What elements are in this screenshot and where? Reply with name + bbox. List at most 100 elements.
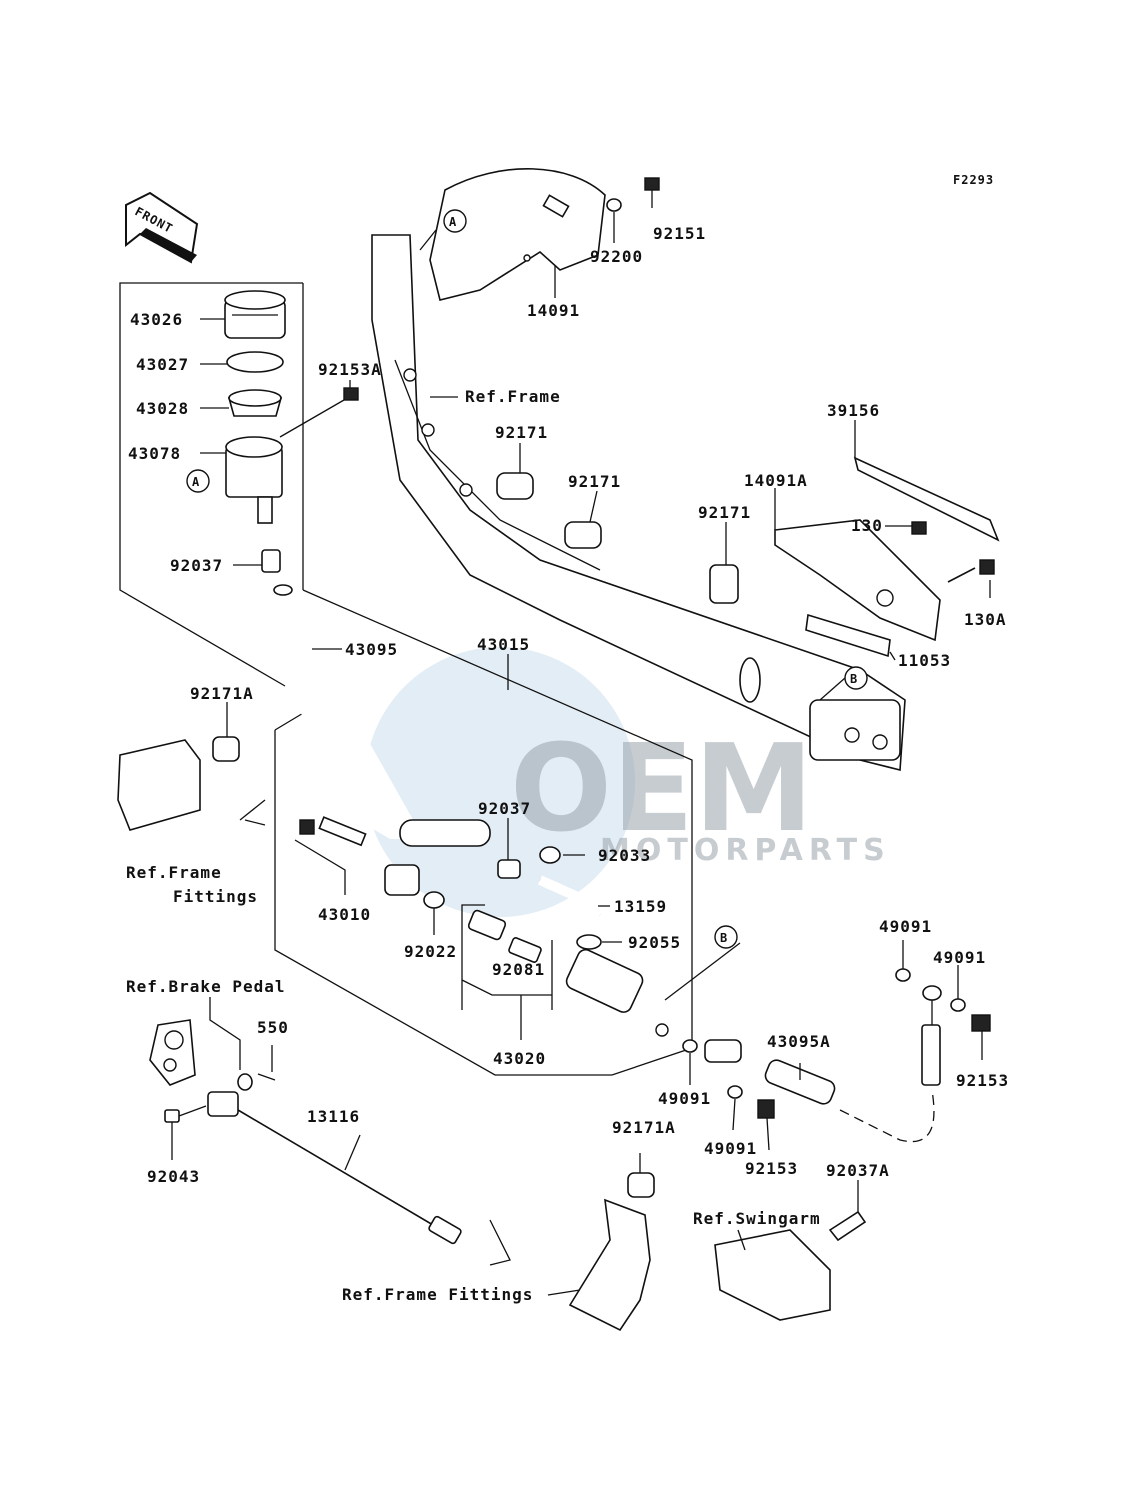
group-outline: [119, 282, 693, 1076]
label-92151: 92151: [653, 224, 706, 243]
bracket-14091A: [774, 519, 941, 642]
clamp-92171-3: [709, 564, 739, 604]
diaphragm-43028: [227, 389, 283, 417]
label-43095: 43095: [345, 640, 398, 659]
front-arrow-icon: FRONT: [125, 191, 199, 264]
clamp-92171-2: [564, 521, 602, 549]
ref-swingarm: Ref.Swingarm: [693, 1209, 821, 1228]
label-130: 130: [851, 516, 883, 535]
label-14091A: 14091A: [744, 471, 808, 490]
svg-text:A: A: [192, 475, 200, 489]
bolt-92153-a: [971, 1014, 991, 1032]
push-rod-13116: [207, 1091, 462, 1245]
bolt-92153A: [279, 387, 359, 438]
marker-b-top: B: [844, 666, 868, 690]
leader-lines: [171, 190, 991, 1296]
watermark: OEM MOTORPARTS: [365, 647, 891, 917]
hose-clamp-92037b: [497, 859, 521, 879]
label-92200: 92200: [590, 247, 643, 266]
label-92022: 92022: [404, 942, 457, 961]
brake-hose-43095A: [764, 1059, 836, 1105]
brake-pedal-ref: [149, 1019, 196, 1086]
label-92037A: 92037A: [826, 1161, 890, 1180]
label-92171-1: 92171: [495, 423, 548, 442]
label-92033: 92033: [598, 846, 651, 865]
ref-frame: Ref.Frame: [465, 387, 561, 406]
bolt-92151: [644, 177, 660, 191]
svg-text:A: A: [449, 215, 457, 229]
clamp-92037A: [828, 1210, 867, 1242]
label-130A: 130A: [964, 610, 1007, 629]
bolt-92153-b: [757, 1099, 775, 1119]
label-92055: 92055: [628, 933, 681, 952]
bolt-130: [911, 521, 927, 535]
label-92171A-bottom: 92171A: [612, 1118, 676, 1137]
label-92153-b: 92153: [745, 1159, 798, 1178]
bolt-130A: [947, 559, 995, 583]
plate-39156: [853, 456, 1000, 542]
watermark-sub: MOTORPARTS: [600, 833, 891, 868]
swingarm-ref: [714, 1229, 831, 1321]
washer-49091-c: [895, 968, 911, 982]
label-49091-a: 49091: [658, 1089, 711, 1108]
washer-92200: [606, 198, 622, 212]
marker-a-top: A: [443, 209, 467, 233]
label-43010: 43010: [318, 905, 371, 924]
label-43015: 43015: [477, 635, 530, 654]
label-92171-3: 92171: [698, 503, 751, 522]
washer-49091-b: [727, 1085, 743, 1099]
label-92153A: 92153A: [318, 360, 382, 379]
hose-clamp-92037: [261, 549, 281, 573]
plate-11053: [805, 613, 891, 658]
label-43078: 43078: [128, 444, 181, 463]
label-550: 550: [257, 1018, 289, 1037]
washer-49091-a: [682, 1039, 698, 1053]
figure-code: F2293: [953, 173, 994, 187]
washer-beside-550: [237, 1073, 253, 1091]
diaphragm-plate-43027: [226, 351, 284, 373]
part-labels: 43026 43027 43028 43078 92153A 92037 430…: [128, 224, 1008, 1186]
label-43026: 43026: [130, 310, 183, 329]
circlip-92022: [423, 891, 445, 909]
banjo-bolt-area: [704, 1039, 742, 1063]
label-49091-b: 49091: [704, 1139, 757, 1158]
label-92171-2: 92171: [568, 472, 621, 491]
label-49091-c: 49091: [879, 917, 932, 936]
ref-frame-fittings-bottom: Ref.Frame Fittings: [342, 1285, 533, 1304]
pin-550: [257, 1073, 276, 1081]
ref-brake-pedal: Ref.Brake Pedal: [126, 977, 286, 996]
hose-section: [399, 819, 491, 847]
svg-text:B: B: [850, 672, 858, 686]
label-92171A-top: 92171A: [190, 684, 254, 703]
reference-labels: Ref.Frame Ref.Frame Fittings Ref.Brake P…: [126, 387, 821, 1304]
label-92037b: 92037: [478, 799, 531, 818]
label-43095A: 43095A: [767, 1032, 831, 1051]
banjo-right: [922, 985, 942, 1001]
circlip-92033: [539, 846, 561, 864]
label-49091-d: 49091: [933, 948, 986, 967]
label-43028: 43028: [136, 399, 189, 418]
marker-a-left: A: [186, 469, 210, 493]
label-92037: 92037: [170, 556, 223, 575]
frame-tube: [371, 234, 906, 772]
label-43020: 43020: [493, 1049, 546, 1068]
label-11053: 11053: [898, 651, 951, 670]
label-13116: 13116: [307, 1107, 360, 1126]
reservoir-cap-43026: [224, 290, 286, 339]
label-43027: 43027: [136, 355, 189, 374]
clamp-92171-1: [496, 472, 534, 500]
clamp-92171A-top: [212, 736, 240, 762]
ref-frame-fittings-line1: Ref.Frame: [126, 863, 222, 882]
frame-fitting-left: [117, 739, 201, 831]
frame-fitting-bottom: [568, 1198, 651, 1332]
piston-43010-parts: [299, 816, 420, 896]
watermark-main: OEM: [510, 720, 813, 859]
piston-43020: [467, 909, 507, 941]
reservoir-43078: [225, 436, 283, 524]
pin-92043: [164, 1105, 207, 1123]
label-13159: 13159: [614, 897, 667, 916]
label-92043: 92043: [147, 1167, 200, 1186]
cover-14091: [429, 168, 606, 301]
master-cylinder-body: [565, 948, 669, 1037]
